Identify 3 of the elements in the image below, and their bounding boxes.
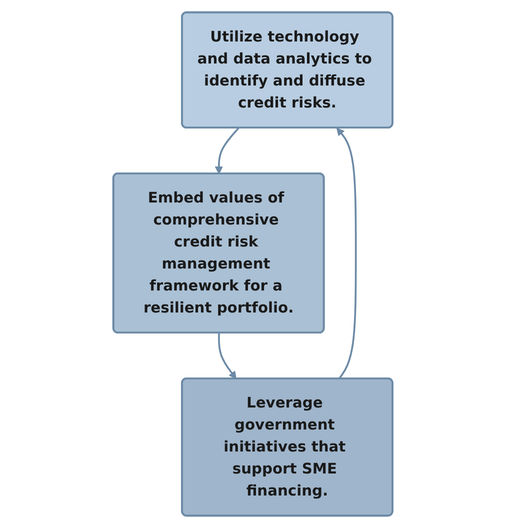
arrow bbox=[214, 128, 240, 174]
arrow bbox=[336, 128, 357, 380]
arrow bbox=[218, 333, 237, 380]
